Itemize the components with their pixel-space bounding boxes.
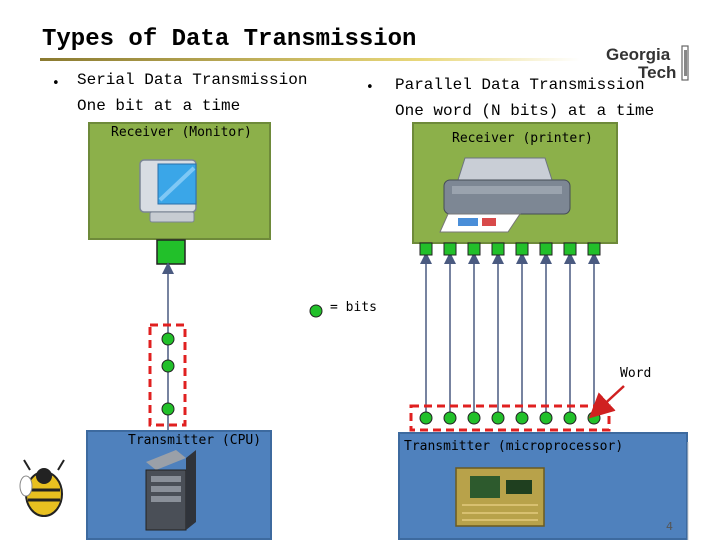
page-title: Types of Data Transmission — [42, 26, 417, 53]
parallel-lines — [420, 252, 600, 418]
title-underline — [40, 58, 580, 61]
serial-receiver-label: Receiver (Monitor) — [111, 125, 252, 140]
pc-tower-icon — [145, 450, 196, 531]
parallel-word-box — [409, 404, 611, 432]
parallel-bullet: • — [366, 80, 374, 95]
logo-line2: Tech — [638, 63, 676, 82]
parallel-bits — [419, 411, 601, 425]
serial-bit — [161, 359, 175, 373]
parallel-transmitter-label: Transmitter (microprocessor) — [404, 439, 624, 454]
parallel-receiver-label: Receiver (printer) — [452, 131, 593, 146]
monitor-icon — [139, 159, 197, 223]
serial-port-receiver — [156, 239, 186, 265]
serial-bit — [161, 332, 175, 346]
serial-bullet: • — [52, 76, 60, 91]
word-label: Word — [620, 366, 652, 381]
serial-bits-box — [148, 323, 187, 427]
legend-bits-label: = bits — [330, 300, 377, 315]
circuit-board-icon — [455, 467, 545, 527]
serial-heading: Serial Data Transmission — [77, 71, 308, 89]
georgia-tech-logo: Georgia Tech — [606, 45, 689, 82]
serial-transmitter-label: Transmitter (CPU) — [128, 433, 262, 448]
printer-icon — [439, 157, 571, 233]
parallel-subheading: One word (N bits) at a time — [395, 102, 655, 120]
logo-line1: Georgia — [606, 45, 671, 64]
word-pointer-arrow — [588, 385, 625, 419]
yellow-jacket-mascot — [19, 459, 65, 517]
page-number: 4 — [666, 520, 673, 533]
parallel-ports-receiver — [419, 242, 601, 256]
serial-subheading: One bit at a time — [77, 97, 241, 115]
parallel-heading: Parallel Data Transmission — [395, 76, 645, 94]
serial-bit — [161, 402, 175, 416]
legend-bit — [309, 304, 323, 318]
